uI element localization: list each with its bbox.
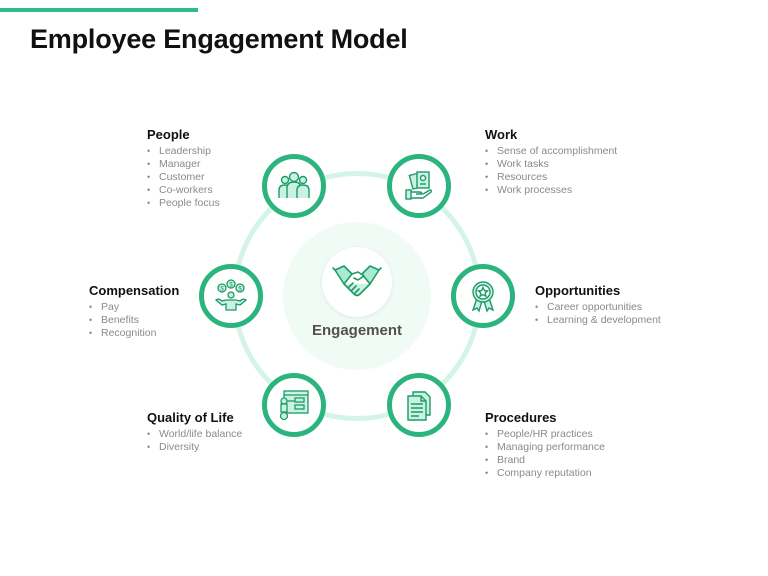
list-item: Leadership bbox=[147, 145, 220, 158]
list-item: Customer bbox=[147, 171, 220, 184]
node-quality-of-life bbox=[262, 373, 326, 437]
list-item: Co-workers bbox=[147, 184, 220, 197]
node-compensation: $ $ $ bbox=[199, 264, 263, 328]
center-node bbox=[322, 247, 392, 317]
people-group-icon bbox=[278, 171, 310, 198]
list-item: Sense of accomplishment bbox=[485, 145, 617, 158]
list-item: People/HR practices bbox=[485, 428, 605, 441]
list-item: Company reputation bbox=[485, 467, 605, 480]
title-accent-bar bbox=[0, 8, 198, 12]
node-procedures bbox=[387, 373, 451, 437]
list-item: Managing performance bbox=[485, 441, 605, 454]
list-item: Work tasks bbox=[485, 158, 617, 171]
handshake-icon bbox=[332, 265, 382, 297]
block-procedures: Procedures People/HR practices Managing … bbox=[485, 410, 605, 480]
svg-text:$: $ bbox=[220, 287, 224, 293]
block-opportunities: Opportunities Career opportunities Learn… bbox=[535, 283, 661, 327]
list-item: Resources bbox=[485, 171, 617, 184]
block-work: Work Sense of accomplishment Work tasks … bbox=[485, 127, 617, 197]
svg-text:$: $ bbox=[238, 287, 242, 293]
list-item: Career opportunities bbox=[535, 301, 661, 314]
list-item: Learning & development bbox=[535, 314, 661, 327]
page-title: Employee Engagement Model bbox=[30, 24, 408, 54]
list-item: World/life balance bbox=[147, 428, 242, 441]
board-presentation-icon bbox=[279, 390, 309, 421]
center-label: Engagement bbox=[311, 322, 402, 339]
list-item: Brand bbox=[485, 454, 605, 467]
node-people bbox=[262, 154, 326, 218]
block-title: People bbox=[147, 127, 190, 142]
list-item: Benefits bbox=[89, 314, 179, 327]
list-item: People focus bbox=[147, 197, 220, 210]
block-title: Work bbox=[485, 127, 518, 142]
hand-holding-documents-icon bbox=[405, 171, 433, 200]
block-people: People Leadership Manager Customer Co-wo… bbox=[147, 127, 220, 210]
award-ribbon-icon bbox=[471, 281, 495, 313]
block-quality-of-life: Quality of Life World/life balance Diver… bbox=[147, 410, 242, 454]
list-item: Work processes bbox=[485, 184, 617, 197]
svg-text:$: $ bbox=[229, 283, 233, 289]
block-title: Opportunities bbox=[535, 283, 621, 298]
list-item: Manager bbox=[147, 158, 220, 171]
money-person-icon: $ $ $ bbox=[214, 279, 248, 311]
list-item: Pay bbox=[89, 301, 179, 314]
block-title: Procedures bbox=[485, 410, 557, 425]
block-compensation: Compensation Pay Benefits Recognition bbox=[89, 283, 179, 340]
list-item: Diversity bbox=[147, 441, 242, 454]
node-opportunities bbox=[451, 264, 515, 328]
block-title: Compensation bbox=[89, 283, 180, 298]
list-item: Recognition bbox=[89, 327, 179, 340]
documents-icon bbox=[407, 391, 431, 421]
block-title: Quality of Life bbox=[147, 410, 234, 425]
node-work bbox=[387, 154, 451, 218]
